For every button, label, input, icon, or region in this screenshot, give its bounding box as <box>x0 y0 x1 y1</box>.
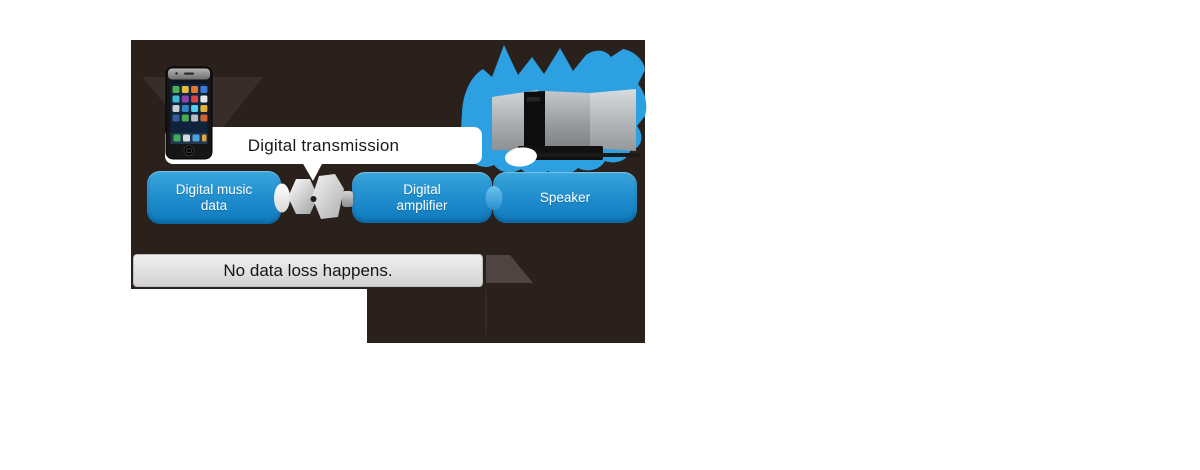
node-label-line1: Digital <box>403 181 441 197</box>
node-digital-amplifier: Digital amplifier <box>352 172 492 223</box>
node-speaker: Speaker <box>493 172 637 223</box>
node-label-line1: Digital music <box>175 181 253 197</box>
transmission-callout: Digital transmission <box>165 127 482 164</box>
node-label-line2: data <box>200 197 228 213</box>
transmission-label: Digital transmission <box>247 135 400 155</box>
node-label-line2: amplifier <box>396 197 448 213</box>
no-data-loss-banner: No data loss happens. <box>133 254 483 287</box>
node-label: Speaker <box>539 189 591 205</box>
panel-background-extension <box>367 289 645 343</box>
banner-label: No data loss happens. <box>223 260 393 280</box>
panel-background <box>131 40 645 289</box>
node-digital-music-data: Digital music data <box>147 171 281 224</box>
